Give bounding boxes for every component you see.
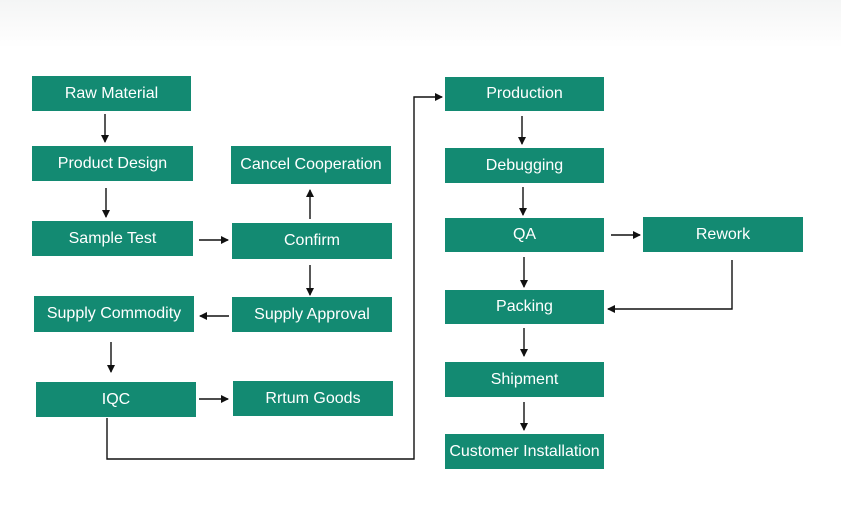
node-iqc: IQC [36, 382, 196, 417]
node-supply-commodity: Supply Commodity [34, 296, 194, 332]
node-supply-approval: Supply Approval [232, 297, 392, 332]
node-customer-installation: Customer Installation [445, 434, 604, 469]
arrow-iqc-to-production [106, 93, 443, 460]
node-sample-test: Sample Test [32, 221, 193, 256]
node-production: Production [445, 77, 604, 111]
node-product-design: Product Design [32, 146, 193, 181]
node-rework: Rework [643, 217, 803, 252]
node-return-goods: Rrtum Goods [233, 381, 393, 416]
node-qa: QA [445, 218, 604, 252]
arrow-rework-to-packing [607, 260, 733, 313]
node-packing: Packing [445, 290, 604, 324]
node-raw-material: Raw Material [32, 76, 191, 111]
node-shipment: Shipment [445, 362, 604, 397]
node-confirm: Confirm [232, 223, 392, 259]
top-shade [0, 0, 841, 48]
node-cancel-cooperation: Cancel Cooperation [231, 146, 391, 184]
node-debugging: Debugging [445, 148, 604, 183]
